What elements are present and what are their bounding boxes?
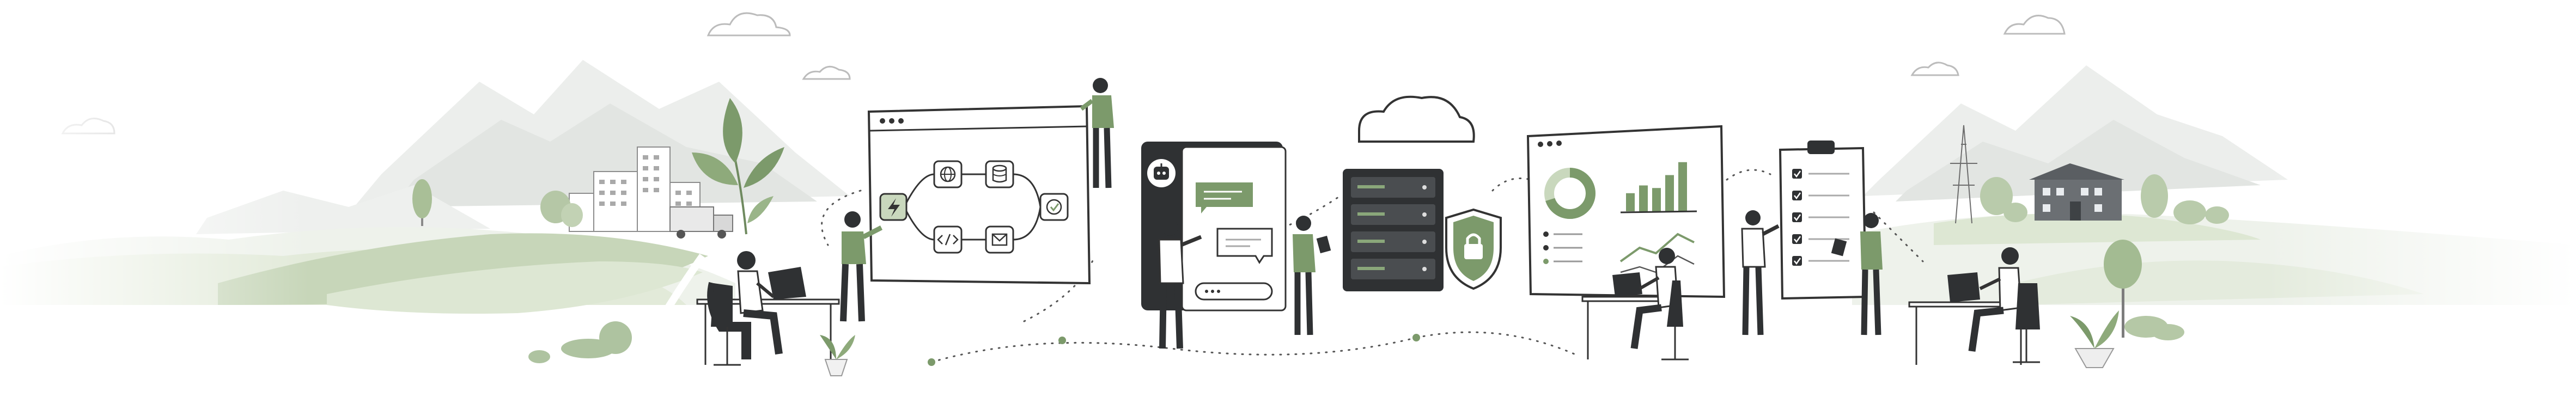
illustration-scene — [0, 0, 2576, 397]
